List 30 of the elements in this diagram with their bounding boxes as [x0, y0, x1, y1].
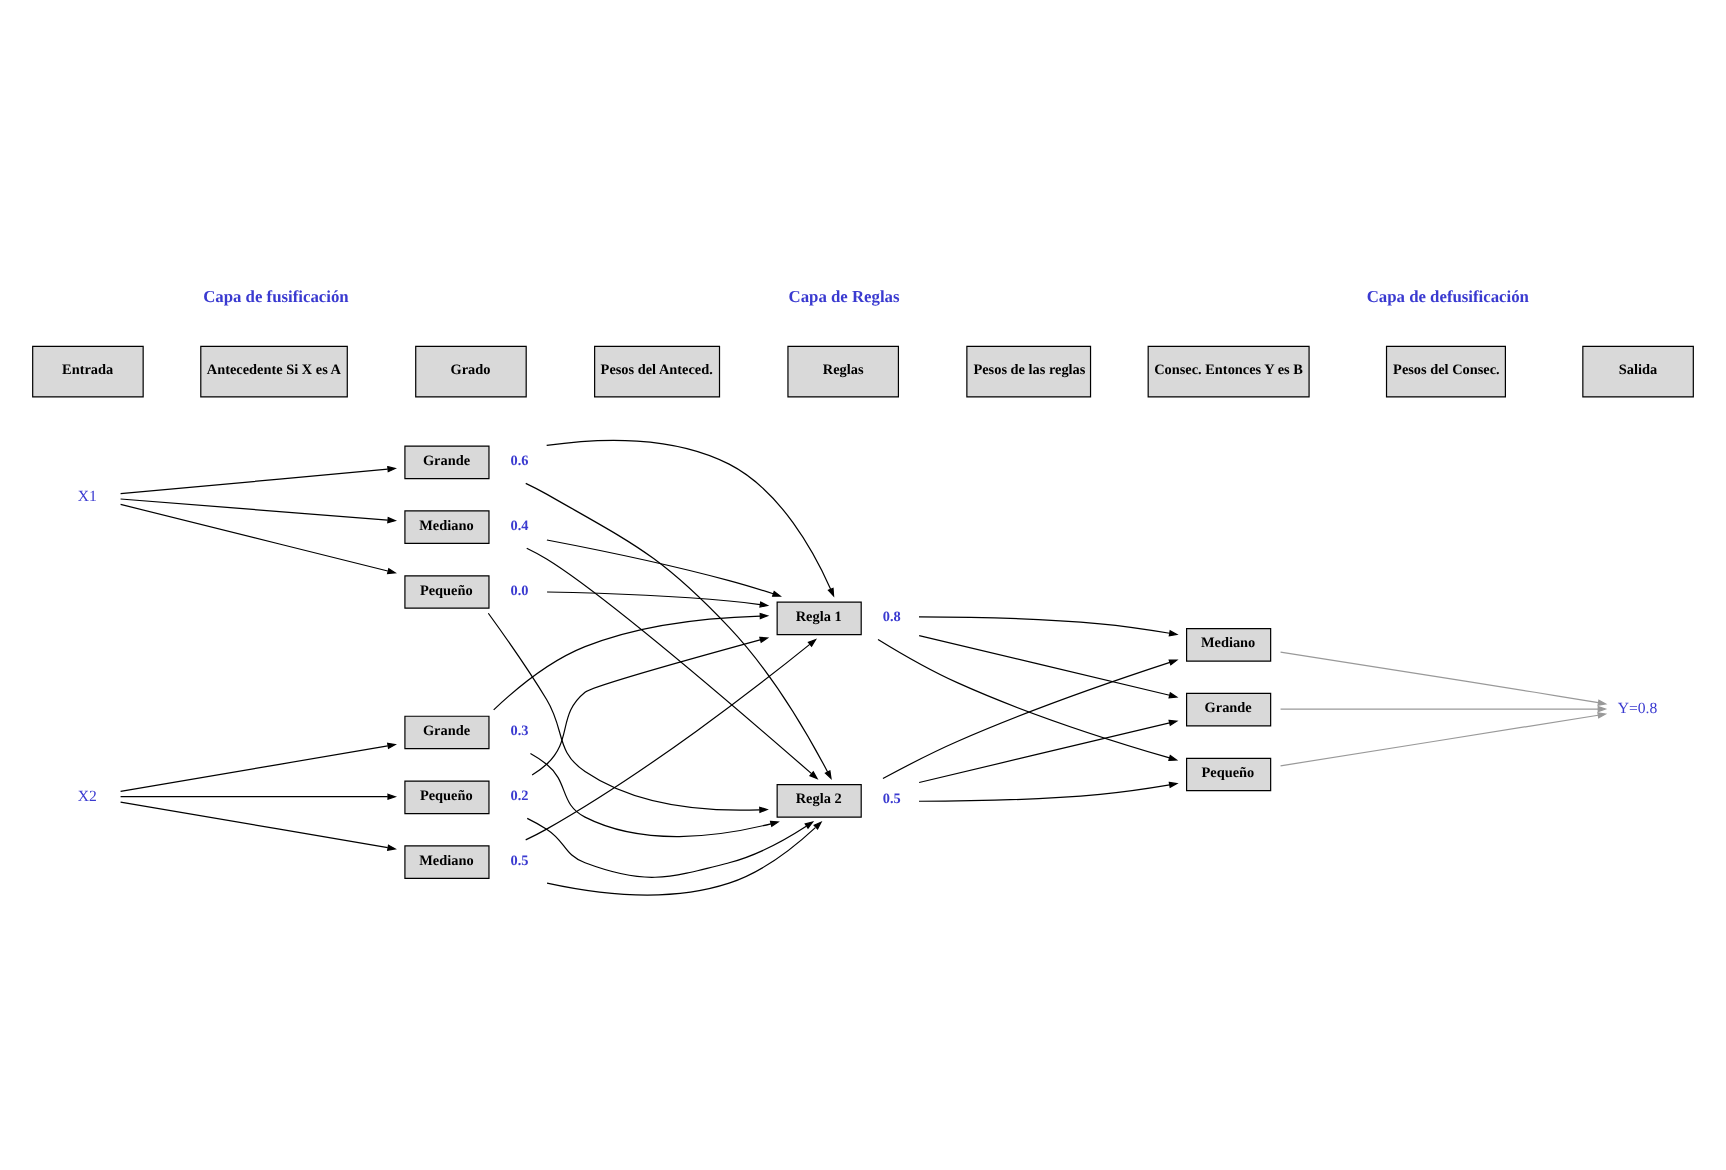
arrow — [546, 819, 823, 895]
arrow — [546, 590, 770, 607]
arrow — [120, 497, 397, 523]
arrow — [882, 658, 1179, 779]
arrow — [529, 751, 780, 837]
arrow — [918, 718, 1179, 783]
arrow — [918, 634, 1179, 698]
label: Capa de Reglas — [788, 286, 900, 305]
arrow — [120, 800, 397, 850]
arrow — [1279, 650, 1608, 705]
arrow — [546, 438, 835, 597]
arrow — [526, 546, 819, 779]
arrow — [918, 615, 1179, 636]
arrow — [546, 538, 782, 596]
label: Capa de fusificación — [203, 286, 349, 305]
arrow — [120, 792, 397, 800]
arrow — [120, 464, 397, 494]
arrow — [493, 611, 770, 710]
arrow — [1279, 711, 1608, 766]
arrow — [120, 741, 397, 791]
arrow — [120, 502, 397, 574]
arrow — [525, 637, 817, 840]
arrow — [487, 611, 769, 813]
arrow — [531, 635, 770, 775]
arrow — [526, 816, 815, 877]
arrow — [525, 481, 832, 779]
arrow — [1279, 704, 1608, 712]
label: Capa de defusificación — [1366, 286, 1529, 305]
arrow — [877, 637, 1179, 761]
arrow — [918, 780, 1179, 801]
